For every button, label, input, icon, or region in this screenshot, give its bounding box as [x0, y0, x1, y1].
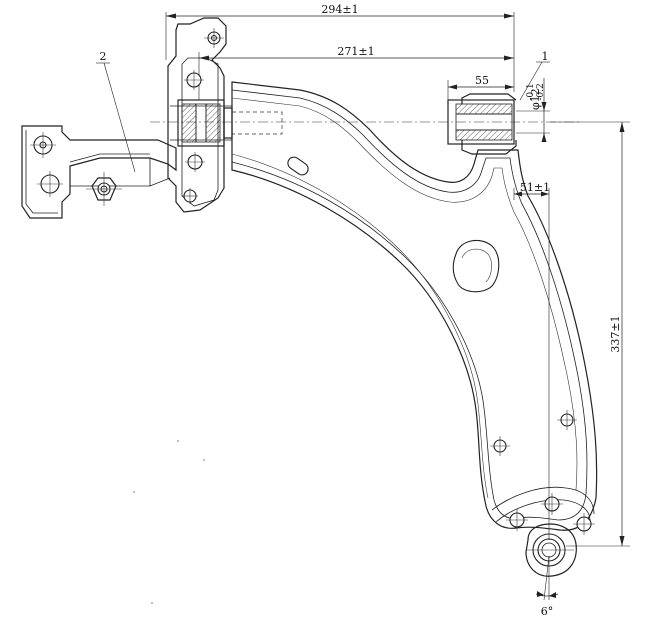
front-bracket	[167, 17, 233, 213]
bolt-shaft	[231, 111, 283, 135]
scan-specks	[133, 440, 205, 604]
dimension-angle-label: 6°	[541, 605, 554, 618]
dimension-bush-length-label: 55	[475, 74, 489, 87]
ball-joint	[525, 523, 577, 577]
dimension-bush-diameter: φ12 -0.1 -0.2	[516, 78, 550, 142]
dimension-angle: 6°	[535, 555, 559, 618]
dimension-overall-width: 294±1	[165, 3, 515, 92]
dimension-bracket-span: 271±1	[198, 45, 514, 100]
dimension-offset: 51±1	[513, 181, 550, 540]
left-mounting-bracket	[21, 125, 177, 219]
dimension-offset-label: 51±1	[520, 181, 550, 194]
dimension-bush-length: 55	[447, 74, 514, 100]
dimension-height-label: 337±1	[609, 315, 622, 352]
callout-part-1-label: 1	[542, 50, 549, 63]
arm-hole-flange-right	[573, 513, 595, 535]
callout-part-1: 1	[519, 50, 550, 101]
dimension-overall-width-label: 294±1	[321, 3, 358, 16]
arm-hole-flange-left	[506, 509, 528, 531]
dimension-bush-tolerance-upper: -0.1	[526, 83, 536, 100]
callout-part-2-label: 2	[100, 50, 107, 63]
arm-hole-flange-center	[541, 493, 563, 515]
arm-hole-mid-right	[557, 410, 577, 430]
rear-bush	[447, 93, 517, 155]
arm-hole-mid-left	[490, 436, 510, 456]
dimension-bush-diameter-label: φ12	[529, 88, 542, 110]
dimension-bush-tolerance-lower: -0.2	[536, 83, 546, 100]
dimension-height: 337±1	[550, 121, 630, 547]
dimension-bracket-span-label: 271±1	[337, 45, 374, 58]
control-arm-body	[231, 81, 598, 531]
